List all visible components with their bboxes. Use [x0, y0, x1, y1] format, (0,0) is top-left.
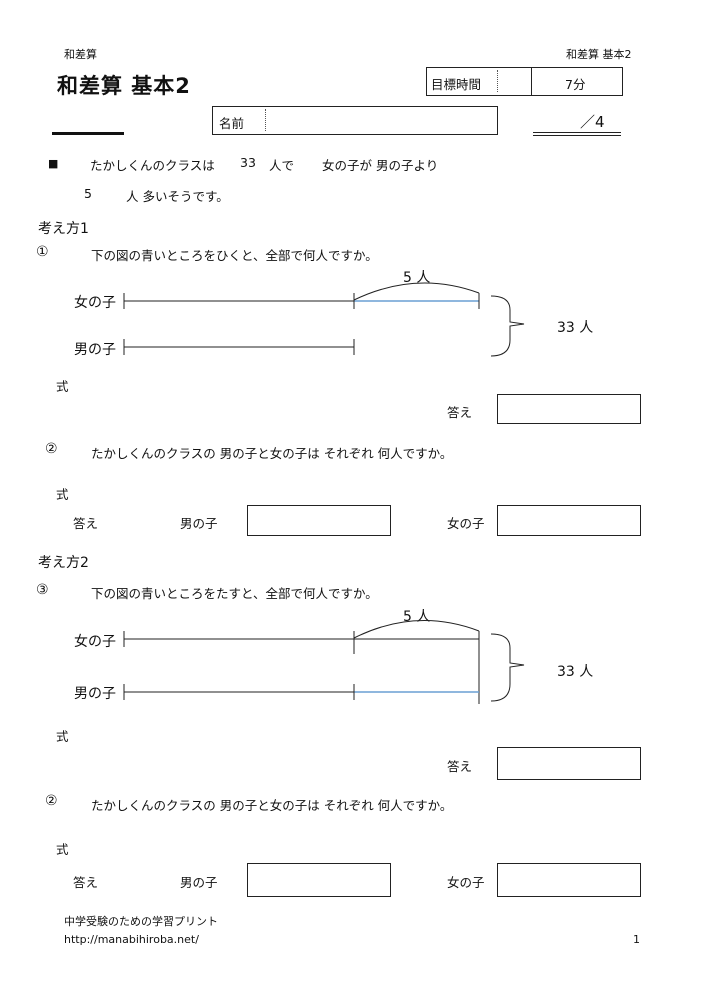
q1-answer-box[interactable] — [497, 394, 641, 424]
problem-line2-b: 人 多いそうです。 — [126, 189, 229, 204]
problem-diff: 5 — [84, 186, 92, 201]
diagram1 — [123, 282, 525, 357]
q4-girl-label: 女の子 — [447, 875, 485, 890]
diagram1-diff-label: 5 人 — [403, 270, 431, 286]
q1-answer-label: 答え — [447, 405, 473, 420]
q4-boy-answer-box[interactable] — [247, 863, 391, 897]
q3-answer-label: 答え — [447, 759, 473, 774]
q3-number: ③ — [36, 582, 49, 598]
diagram2-boy-label: 男の子 — [74, 686, 116, 702]
name-label: 名前 — [219, 116, 245, 131]
q4-formula-label: 式 — [56, 842, 69, 857]
q4-answer-label: 答え — [73, 875, 99, 890]
diagram2-total-label: 33 人 — [557, 664, 594, 680]
name-box[interactable]: 名前 — [212, 106, 498, 135]
goal-value: 7分 — [565, 77, 586, 92]
q2-number: ② — [45, 441, 58, 457]
score: ／4 — [580, 113, 605, 131]
q4-text: たかしくんのクラスの 男の子と女の子は それぞれ 何人ですか。 — [91, 798, 453, 813]
header-category: 和差算 — [64, 48, 97, 61]
q4-girl-answer-box[interactable] — [497, 863, 641, 897]
diagram2-total-brace — [490, 633, 525, 702]
score-line-1 — [533, 132, 621, 133]
q2-boy-answer-box[interactable] — [247, 505, 391, 536]
q2-text: たかしくんのクラスの 男の子と女の子は それぞれ 何人ですか。 — [91, 446, 453, 461]
q2-girl-answer-box[interactable] — [497, 505, 641, 536]
q1-number: ① — [36, 244, 49, 260]
q3-formula-label: 式 — [56, 729, 69, 744]
footer-line1: 中学受験のための学習プリント — [64, 915, 218, 928]
goal-divider — [497, 70, 498, 92]
page-title: 和差算 基本2 — [57, 74, 191, 98]
header-category-right: 和差算 基本2 — [566, 48, 632, 61]
method2-heading: 考え方2 — [38, 555, 89, 571]
goal-value-box: 7分 — [531, 67, 623, 96]
problem-line1-b: 人で — [269, 158, 295, 173]
problem-line1-a: たかしくんのクラスは — [90, 158, 215, 173]
name-divider — [265, 109, 266, 131]
page-number: 1 — [633, 933, 640, 946]
q2-formula-label: 式 — [56, 487, 69, 502]
footer-url[interactable]: http://manabihiroba.net/ — [64, 933, 199, 946]
bullet-icon: ■ — [48, 157, 59, 170]
goal-label: 目標時間 — [431, 77, 482, 92]
diagram2-girl-label: 女の子 — [74, 634, 116, 650]
diagram2 — [123, 620, 525, 704]
diagram1-total-brace — [490, 295, 525, 357]
q1-formula-label: 式 — [56, 379, 69, 394]
q2-girl-label: 女の子 — [447, 516, 485, 531]
q2-boy-label: 男の子 — [180, 516, 218, 531]
method1-heading: 考え方1 — [38, 221, 89, 237]
q1-text: 下の図の青いところをひくと、全部で何人ですか。 — [91, 248, 378, 263]
diagram1-girl-label: 女の子 — [74, 295, 116, 311]
q4-boy-label: 男の子 — [180, 875, 218, 890]
underline-bar — [52, 132, 124, 135]
diagram2-diff-label: 5 人 — [403, 609, 431, 625]
problem-total: 33 — [240, 155, 256, 170]
q3-text: 下の図の青いところをたすと、全部で何人ですか。 — [91, 586, 378, 601]
q3-answer-box[interactable] — [497, 747, 641, 780]
goal-label-box: 目標時間 — [426, 67, 532, 96]
diagram1-boy-label: 男の子 — [74, 342, 116, 358]
diagram1-total-label: 33 人 — [557, 320, 594, 336]
q4-number: ② — [45, 793, 58, 809]
score-line-2 — [533, 135, 621, 136]
q2-answer-label: 答え — [73, 516, 99, 531]
problem-line1-c: 女の子が 男の子より — [322, 158, 439, 173]
